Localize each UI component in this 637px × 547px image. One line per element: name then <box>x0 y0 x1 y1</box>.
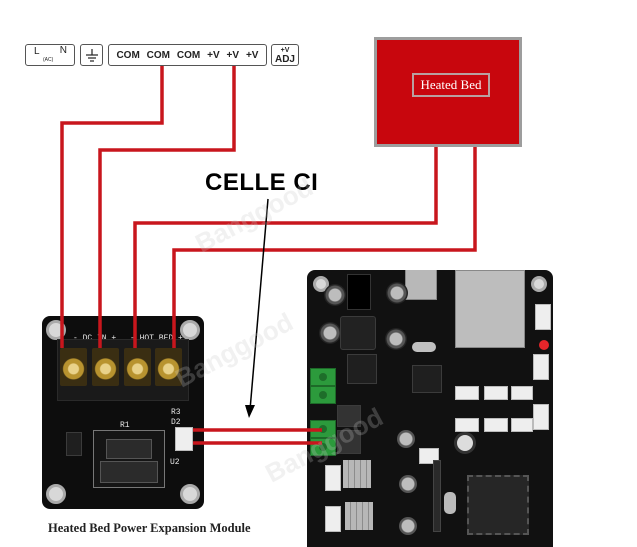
silk-r1: R1 <box>120 421 130 430</box>
capacitor <box>319 322 341 344</box>
terminal-label-n: N <box>59 45 67 56</box>
green-terminal <box>310 386 336 404</box>
stepper-heatsink <box>345 502 373 530</box>
terminal-label-com-3: COM <box>176 49 201 61</box>
terminal-label-com-2: COM <box>146 49 171 61</box>
silk-u2: U2 <box>170 458 180 467</box>
silk-d2: D2 <box>171 418 181 427</box>
green-terminal <box>310 368 336 386</box>
capacitor <box>399 517 417 535</box>
module-caption: Heated Bed Power Expansion Module <box>48 521 251 535</box>
controller-mainboard <box>307 270 553 547</box>
screw-terminal-bed-minus <box>124 348 151 386</box>
usb-chip <box>412 365 442 393</box>
crystal <box>444 492 456 514</box>
psu-terminal-ground <box>80 44 103 66</box>
mount-hole <box>46 484 66 504</box>
connector <box>511 418 533 432</box>
stepper-heatsink <box>343 460 371 488</box>
connector <box>533 404 549 430</box>
callout-pointer-line <box>249 198 269 411</box>
terminal-label-ac: (AC) <box>43 57 54 63</box>
capacitor <box>399 475 417 493</box>
psu-terminal-ac-input: L (AC) N <box>25 44 75 66</box>
connector <box>455 418 479 432</box>
screw-terminal-bed-plus <box>155 348 182 386</box>
screw-terminal-dc-plus <box>92 348 119 386</box>
pin-header <box>433 460 441 532</box>
mount-hole <box>531 276 547 292</box>
adj-label-bottom: ADJ <box>274 54 295 65</box>
callout-arrowhead-icon <box>245 405 255 418</box>
crystal <box>412 342 436 352</box>
terminal-label-v-1: +V <box>207 49 220 61</box>
wire-com-to-dc-minus <box>60 66 164 348</box>
mount-hole <box>180 320 200 340</box>
screw-terminal-dc-minus <box>60 348 87 386</box>
terminal-label-v-3: +V <box>245 49 259 61</box>
capacitor <box>386 282 408 304</box>
microcontroller <box>467 475 529 535</box>
control-in-connector <box>175 427 193 451</box>
connector <box>325 506 341 532</box>
mosfet <box>337 430 361 454</box>
connector <box>533 354 549 380</box>
mosfet-heatsink <box>93 430 165 488</box>
silk-hot-bed: - HOT BED + <box>130 334 183 343</box>
connector <box>455 386 479 400</box>
terminal-label-v-2: +V <box>226 49 240 61</box>
wire-bed-to-bed-plus <box>172 147 477 348</box>
heatsink-fins <box>100 461 158 483</box>
wire-bed-to-bed-minus <box>133 147 438 348</box>
mount-hole <box>180 484 200 504</box>
connector <box>325 465 341 491</box>
capacitor <box>324 284 346 306</box>
silk-dc-in: - DC IN + <box>73 334 116 343</box>
terminal-label-com-1: COM <box>116 49 140 61</box>
capacitor <box>397 430 415 448</box>
connector <box>484 418 508 432</box>
heated-bed: Heated Bed <box>374 37 522 147</box>
adj-label-top: +V <box>280 47 290 54</box>
callout-label: CELLE CI <box>205 169 319 196</box>
silk-r3: R3 <box>171 408 181 417</box>
mosfet <box>337 405 361 427</box>
wire-v-to-dc-plus <box>98 66 236 348</box>
terminal-label-l: L <box>34 46 40 57</box>
dc-jack <box>347 274 371 310</box>
mosfet <box>106 439 152 459</box>
power-mosfet <box>347 354 377 384</box>
heated-bed-label: Heated Bed <box>412 73 490 97</box>
connector <box>484 386 508 400</box>
status-led <box>539 340 549 350</box>
ground-icon <box>85 49 98 62</box>
inductor <box>340 316 376 350</box>
connector <box>535 304 551 330</box>
psu-terminal-adj: +V ADJ <box>271 44 299 66</box>
capacitor <box>385 328 407 350</box>
usb-port <box>405 270 437 300</box>
buzzer <box>454 432 476 454</box>
sd-card-slot <box>455 270 525 348</box>
psu-terminal-outputs: COM COM COM +V +V +V <box>108 44 267 66</box>
regulator-chip <box>66 432 82 456</box>
connector <box>511 386 533 400</box>
